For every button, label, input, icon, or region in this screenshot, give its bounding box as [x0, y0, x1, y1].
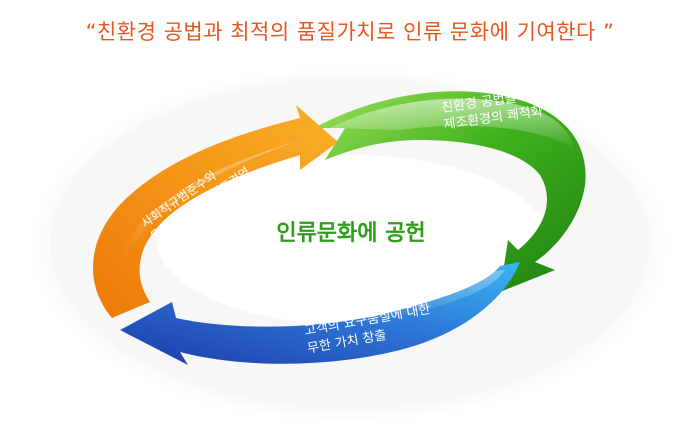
segment-blue	[120, 262, 520, 365]
segment-orange	[92, 105, 339, 318]
slogan-title: “친환경 공법과 최적의 품질가치로 인류 문화에 기여한다 ”	[85, 20, 615, 44]
center-label: 인류문화에 공헌	[276, 221, 425, 246]
ring-inner	[157, 155, 547, 325]
segment-green	[314, 91, 586, 292]
